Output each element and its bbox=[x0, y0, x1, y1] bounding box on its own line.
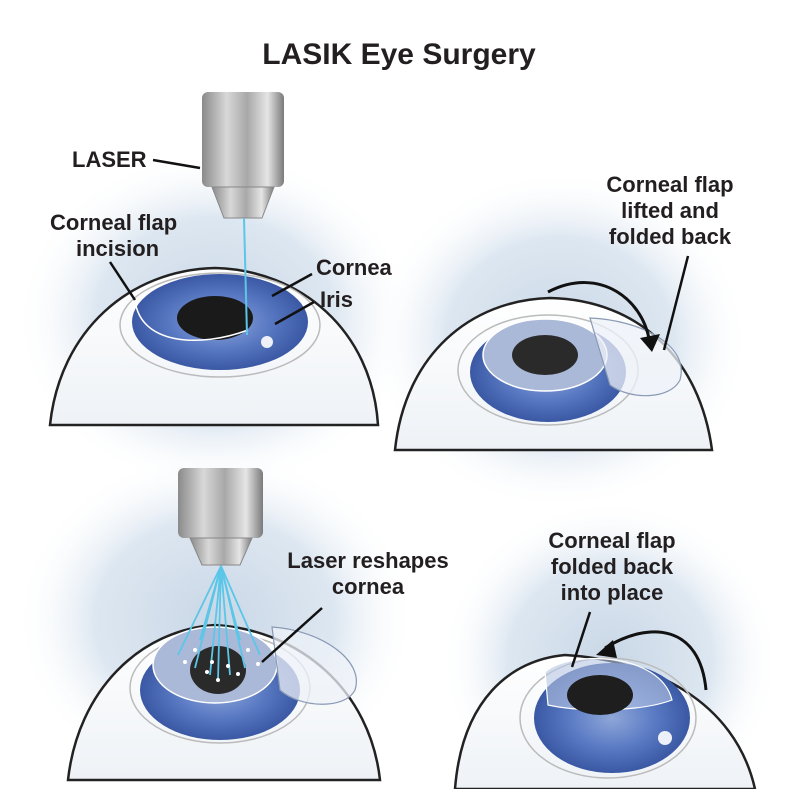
leader-cornea bbox=[271, 272, 313, 298]
label-iris: Iris bbox=[320, 287, 353, 312]
leader-laser bbox=[152, 158, 201, 170]
leader-flap-lifted bbox=[662, 255, 690, 351]
label-line2: lifted and bbox=[621, 198, 719, 223]
fold-arrow-head bbox=[640, 334, 660, 352]
label-laser: LASER bbox=[72, 147, 147, 172]
panel-step3: Laser reshapes cornea bbox=[15, 450, 449, 789]
return-arrow-head bbox=[596, 640, 617, 658]
label-cornea: Cornea bbox=[316, 255, 393, 280]
laser-body bbox=[202, 92, 284, 187]
pupil bbox=[177, 296, 253, 340]
label-flap-incision-1: Corneal flap bbox=[50, 210, 177, 235]
label-line1: Corneal flap bbox=[548, 528, 675, 553]
leader-flap-in-place bbox=[570, 611, 592, 668]
fold-arrow bbox=[547, 281, 652, 346]
panel-step2: Corneal flap lifted and folded back bbox=[370, 170, 750, 510]
limbus-ring bbox=[119, 272, 321, 378]
laser-beams bbox=[177, 565, 261, 681]
pupil bbox=[567, 675, 633, 715]
diagram-title: LASIK Eye Surgery bbox=[262, 38, 536, 71]
laser-nozzle bbox=[211, 186, 275, 219]
laser-beam bbox=[243, 217, 248, 336]
laser-nozzle bbox=[189, 537, 253, 566]
label-line1: Laser reshapes bbox=[287, 548, 448, 573]
laser-body bbox=[178, 468, 263, 538]
label-line2: cornea bbox=[332, 574, 405, 599]
highlight bbox=[261, 336, 273, 348]
leader-iris bbox=[274, 300, 315, 326]
label-line3: into place bbox=[561, 580, 664, 605]
label-line3: folded back bbox=[609, 224, 732, 249]
return-arrow bbox=[604, 630, 708, 691]
leader-reshape bbox=[261, 607, 323, 663]
leader-flap-incision bbox=[108, 261, 137, 301]
laser-spots bbox=[183, 648, 260, 682]
lifted-flap bbox=[271, 626, 357, 705]
label-line1: Corneal flap bbox=[606, 172, 733, 197]
label-flap-incision-2: incision bbox=[76, 236, 159, 261]
limbus-ring bbox=[519, 657, 697, 779]
highlight bbox=[658, 731, 672, 745]
panel-step4: Corneal flap folded back into place bbox=[440, 500, 780, 789]
flap-incision-line bbox=[134, 299, 249, 342]
panel-step1: LASER Corneal flap incision Cornea Iris bbox=[15, 92, 415, 490]
label-line2: folded back bbox=[551, 554, 674, 579]
pupil bbox=[512, 335, 578, 375]
